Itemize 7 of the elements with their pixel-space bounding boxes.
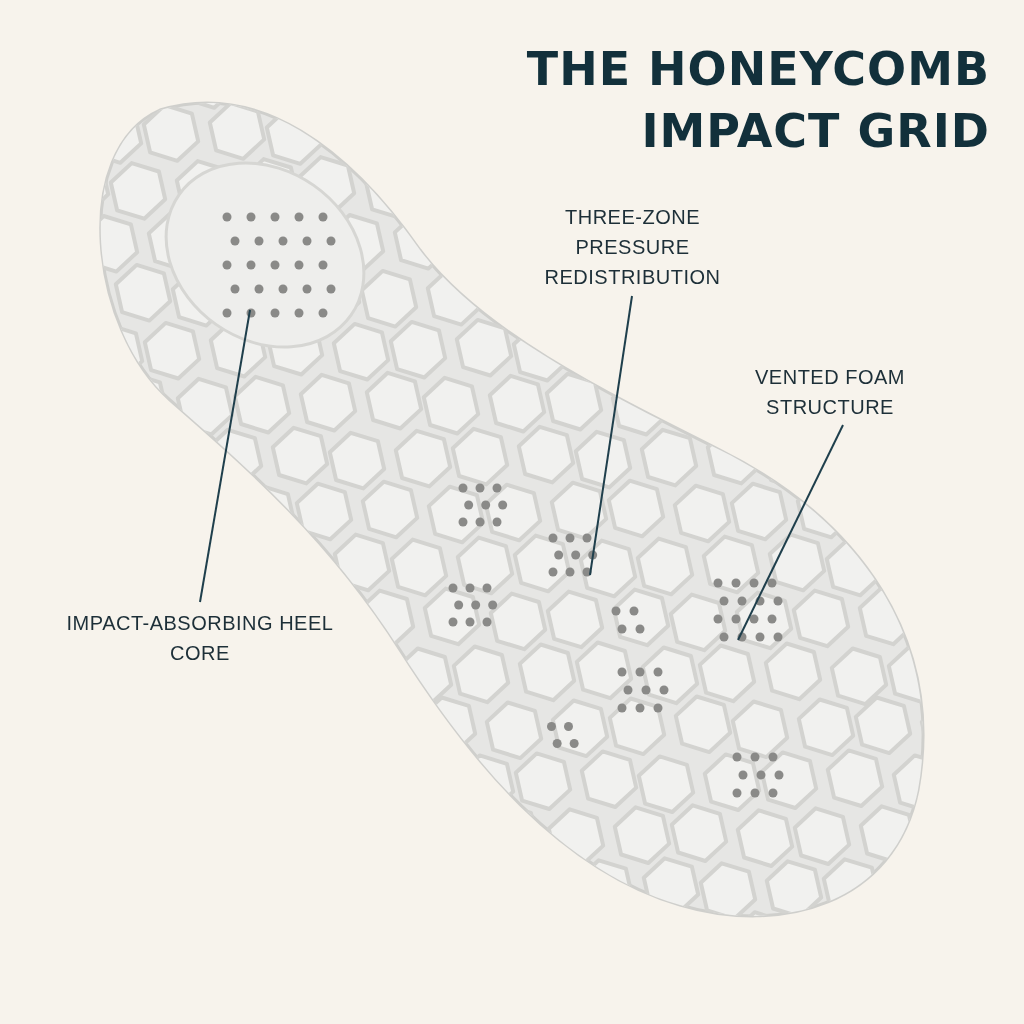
callout-label: THREE-ZONE PRESSURE REDISTRIBUTION: [520, 202, 745, 292]
callout-label: IMPACT-ABSORBING HEEL CORE: [60, 608, 340, 668]
leader-line: [589, 295, 633, 576]
title: THE HONEYCOMB IMPACT GRID: [525, 41, 990, 160]
leader-line: [737, 424, 844, 641]
callout-label: VENTED FOAM STRUCTURE: [745, 362, 915, 422]
leader-line: [199, 309, 251, 603]
